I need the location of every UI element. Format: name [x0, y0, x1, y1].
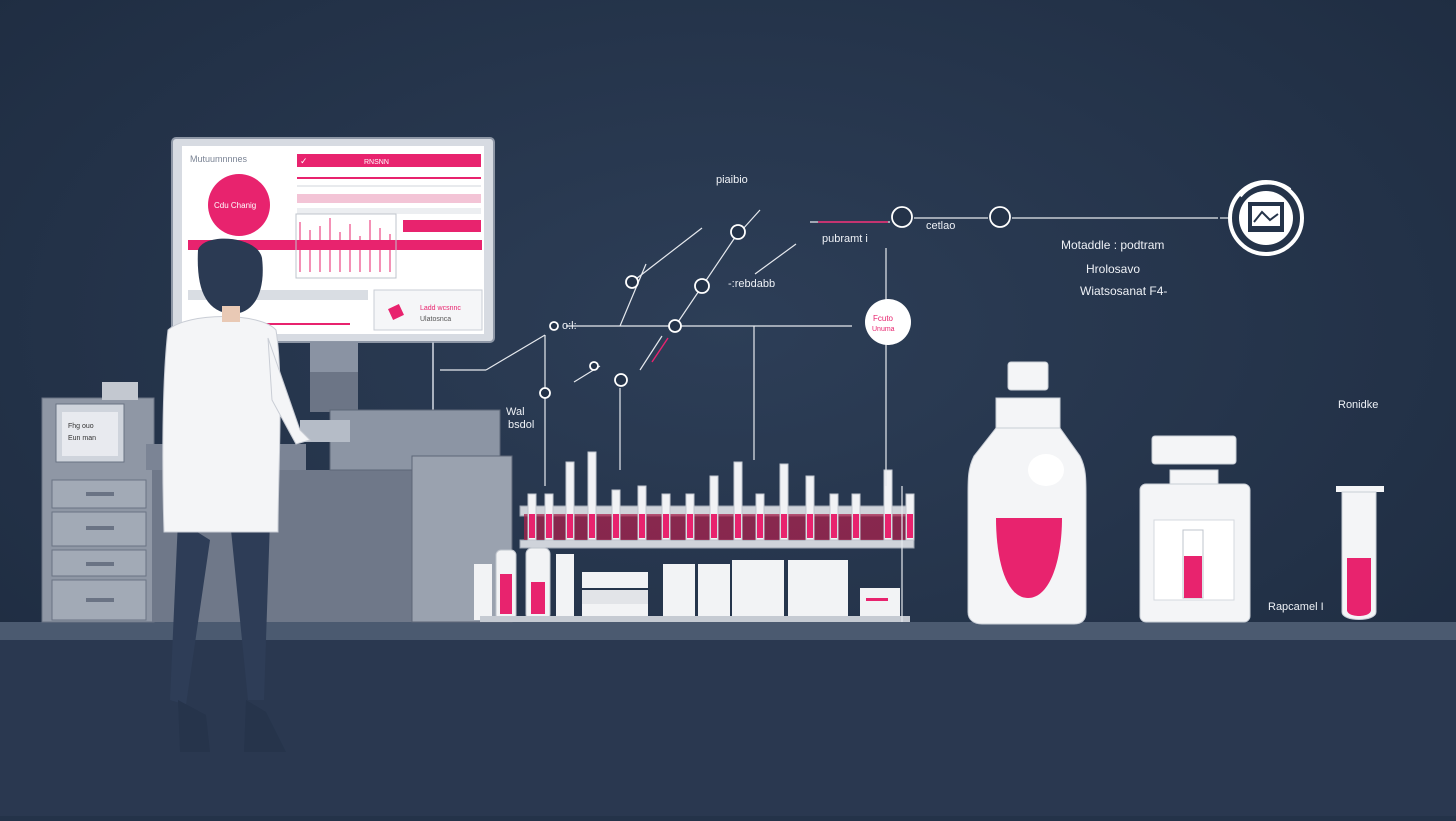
test-tube — [883, 469, 893, 541]
test-tube — [587, 451, 597, 541]
large-bottle — [967, 361, 1087, 625]
screen-bar-strip — [188, 240, 482, 250]
screen-bar-chart — [295, 213, 397, 279]
tube-liquid — [589, 514, 595, 538]
node-label-top: piaibio — [716, 174, 748, 186]
side-label: Ronidke — [1338, 399, 1379, 411]
test-tube — [637, 485, 647, 541]
tube-liquid — [639, 514, 645, 538]
diagram-nodes — [539, 206, 1011, 399]
tube-row — [527, 451, 915, 541]
medium-bottle — [1139, 435, 1251, 623]
tube-liquid — [907, 514, 913, 538]
tube-liquid — [613, 514, 619, 538]
tube-liquid — [687, 514, 693, 538]
node-h[interactable] — [989, 206, 1011, 228]
tube-liquid — [807, 514, 813, 538]
node-label-branch: -:rebdabb — [728, 278, 776, 290]
test-tube — [565, 461, 575, 541]
tube-liquid — [885, 514, 891, 538]
node-b[interactable] — [614, 373, 628, 387]
screen-header: Mutuumnnnes — [190, 154, 248, 164]
pink-node[interactable]: Fcuto Unuma — [865, 299, 911, 345]
check-mark: ✓ — [300, 156, 308, 166]
screen-circle-text: Cdu Chanig — [214, 201, 256, 210]
node-i[interactable] — [549, 321, 559, 331]
machine-screen-text-1: Fhg ouo — [68, 423, 94, 430]
node-c[interactable] — [625, 275, 639, 289]
tall-vial — [1336, 486, 1384, 620]
node-label-mid: pubramt i — [822, 233, 868, 245]
bench-items — [474, 547, 910, 622]
scientist — [162, 238, 311, 752]
node-j[interactable] — [589, 361, 599, 371]
test-tube — [779, 463, 789, 541]
node-g[interactable] — [891, 206, 913, 228]
tube-liquid — [831, 514, 837, 538]
screen-bar-title: RNSNN — [364, 159, 389, 166]
bottle-label: Rapcamel I — [1268, 601, 1324, 613]
tube-liquid — [663, 514, 669, 538]
pink-node-line1: Fcuto — [873, 314, 894, 323]
tube-liquid — [529, 514, 535, 538]
screen-panel-text-2: Ulatosnca — [420, 316, 451, 323]
test-tube — [805, 475, 815, 541]
test-tube — [733, 461, 743, 541]
pink-node-line2: Unuma — [872, 326, 895, 333]
tube-liquid — [711, 514, 717, 538]
info-line-3: Wiatsosanat F4- — [1080, 284, 1168, 298]
tube-liquid — [757, 514, 763, 538]
info-line-1: Motaddle : podtram — [1061, 238, 1165, 252]
node-label-right: cetlao — [926, 220, 956, 232]
vial-label-1: Wal — [506, 406, 525, 418]
tube-liquid — [781, 514, 787, 538]
screen-panel-text-1: Ladd wcsnnc — [420, 305, 461, 312]
screen-title-bar — [297, 154, 481, 167]
lab-cabinet: Fhg ouo Eun man — [41, 382, 513, 623]
floor — [0, 640, 1456, 816]
bench-top — [0, 622, 1456, 640]
test-tube — [709, 475, 719, 541]
screen-donut — [208, 174, 270, 236]
node-a[interactable] — [539, 387, 551, 399]
tube-liquid — [567, 514, 573, 538]
vial-label-2: bsdol — [508, 419, 535, 431]
tube-liquid — [853, 514, 859, 538]
machine-screen-text-2: Eun man — [68, 435, 96, 442]
info-line-2: Hrolosavo — [1086, 262, 1141, 276]
node-d[interactable] — [668, 319, 682, 333]
node-f[interactable] — [730, 224, 746, 240]
node-label-left: o:l: — [562, 320, 577, 332]
connection-lines-pink — [651, 221, 888, 363]
node-e[interactable] — [694, 278, 710, 294]
tube-liquid — [546, 514, 552, 538]
monitor-badge-icon[interactable] — [1228, 180, 1304, 256]
tube-liquid — [735, 514, 741, 538]
